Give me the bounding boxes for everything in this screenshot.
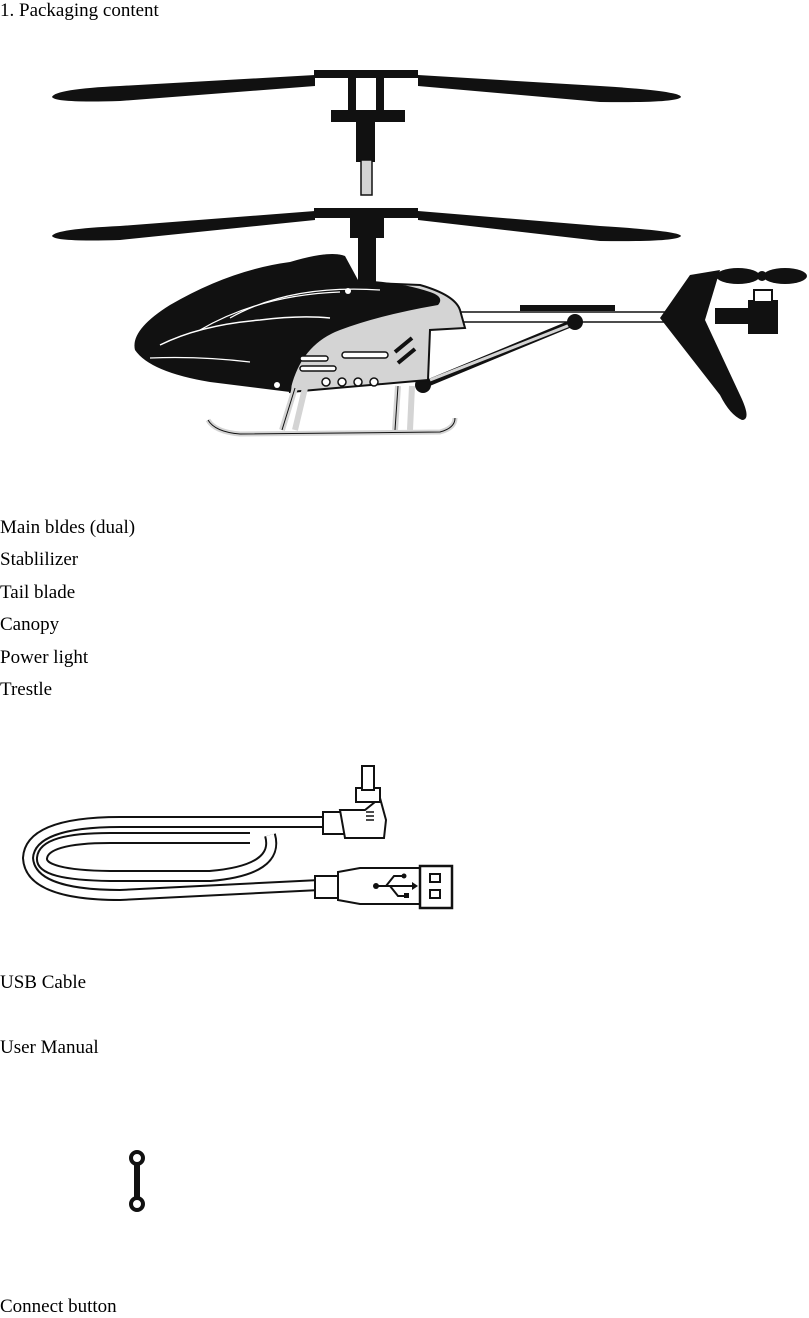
connect-button-illustration [129, 1150, 145, 1212]
lower-main-blade-left [52, 211, 315, 241]
rotor-mast [360, 159, 373, 196]
section-title: 1. Packaging content [0, 0, 159, 21]
lower-rotor-hub [314, 208, 418, 218]
user-manual-label: User Manual [0, 1037, 99, 1058]
connect-button-label: Connect button [0, 1296, 117, 1317]
tail-blade-left [716, 268, 760, 284]
part-label-canopy: Canopy [0, 614, 60, 635]
part-label-tail-blade: Tail blade [0, 582, 76, 603]
tail-boom [459, 311, 671, 323]
canopy [134, 254, 441, 392]
tail-blade-right [763, 268, 807, 284]
upper-main-blade-left [52, 75, 315, 102]
usb-cable-illustration [21, 765, 454, 910]
stabilizer-bar [520, 305, 615, 311]
part-label-trestle: Trestle [0, 679, 53, 700]
part-label-stabilizer: Stablilizer [0, 549, 79, 570]
usb-cable-label: USB Cable [0, 972, 87, 993]
power-light [274, 382, 280, 388]
tail-fin [660, 270, 747, 420]
trestle [279, 385, 415, 431]
upper-rotor-hub [314, 70, 418, 78]
helicopter-illustration [52, 70, 807, 437]
part-label-main-blades: Main bldes (dual) [0, 517, 136, 538]
lower-main-blade-right [418, 211, 681, 242]
upper-main-blade-right [418, 75, 681, 103]
part-label-power-light: Power light [0, 647, 89, 668]
